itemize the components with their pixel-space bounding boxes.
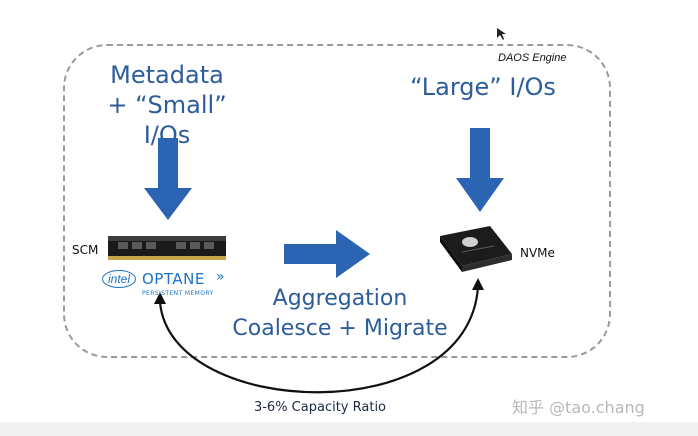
nvme-label: NVMe <box>520 246 555 260</box>
daos-engine-boundary <box>63 44 611 358</box>
optane-brand: OPTANE <box>142 270 205 288</box>
migrate-curve-arrow <box>158 285 480 394</box>
scm-label: SCM <box>72 243 99 257</box>
capacity-ratio-label: 3-6% Capacity Ratio <box>253 400 387 415</box>
daos-engine-label: DAOS Engine <box>498 52 567 64</box>
down-arrow-scm <box>144 138 192 220</box>
large-io-title: “Large” I/Os <box>410 73 556 101</box>
aggregation-line-1: Aggregation <box>272 286 408 311</box>
migrate-arrow-head-right <box>472 278 484 290</box>
mouse-cursor-icon <box>497 28 506 40</box>
migrate-arrow-head-left <box>154 292 166 304</box>
metadata-small-io-title: Metadata + “Small” I/Os <box>82 60 252 150</box>
metadata-title-line-1: Metadata <box>110 61 224 89</box>
metadata-title-line-2: + “Small” I/Os <box>107 91 227 149</box>
aggregation-text: Aggregation Coalesce + Migrate <box>205 284 475 344</box>
intel-logo: intel <box>102 270 137 288</box>
intel-optane-logo: intel OPTANE » PERSISTENT MEMORY <box>102 268 232 302</box>
right-arrow-aggregation <box>284 230 370 278</box>
aggregation-line-2: Coalesce + Migrate <box>232 316 448 341</box>
optane-subtitle: PERSISTENT MEMORY <box>142 290 214 297</box>
optane-chevrons-icon: » <box>216 269 225 285</box>
nvme-ssd-icon <box>440 226 512 272</box>
optane-module-icon <box>108 236 226 260</box>
footer-strip <box>0 422 698 436</box>
zhihu-watermark: 知乎 @tao.chang <box>512 398 645 417</box>
down-arrow-nvme <box>456 128 504 212</box>
